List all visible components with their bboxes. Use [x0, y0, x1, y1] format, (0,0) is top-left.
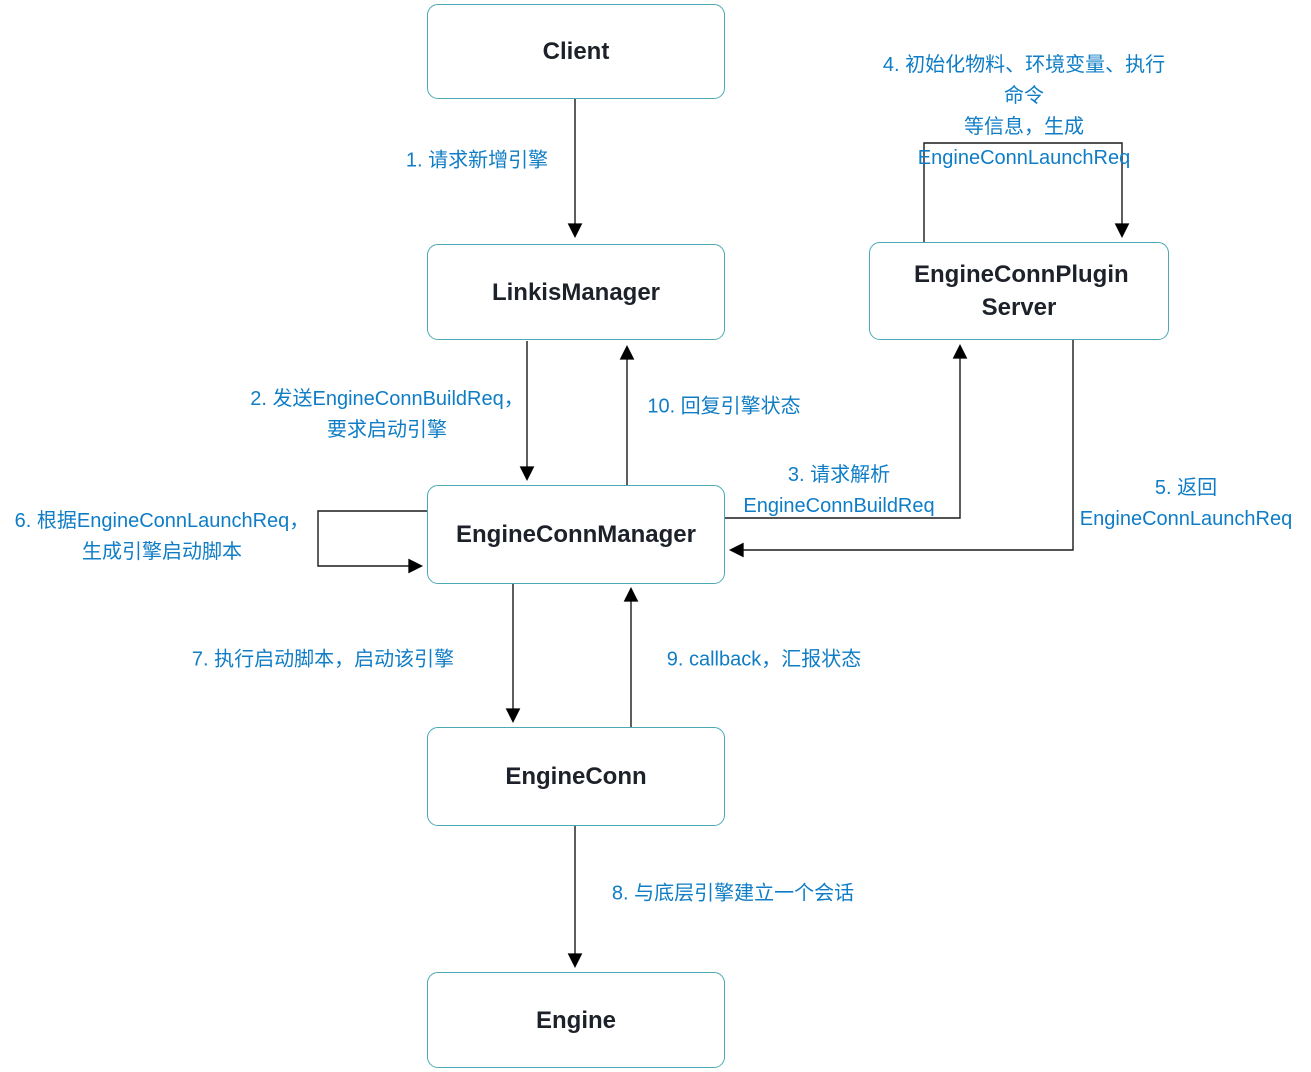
edge-label-6: 6. 根据EngineConnLaunchReq， 生成引擎启动脚本 [14, 510, 310, 563]
edge-label-10: 10. 回复引擎状态 [647, 395, 801, 418]
edge-label-7: 7. 执行启动脚本，启动该引擎 [191, 648, 455, 671]
node-client-label: Client [542, 38, 610, 65]
edge-label-5: 5. 返回 EngineConnLaunchReq [1079, 477, 1293, 530]
node-engine-conn-plugin-server-label: EngineConnPlugin Server [914, 261, 1129, 321]
node-engine-conn-manager-label: EngineConnManager [455, 521, 696, 548]
node-client: Client [427, 4, 725, 99]
node-engine-conn-label: EngineConn [505, 763, 647, 790]
edge-label-2: 2. 发送EngineConnBuildReq， 要求启动引擎 [250, 388, 524, 441]
node-linkis-manager-label: LinkisManager [491, 278, 661, 306]
node-engine-conn: EngineConn [427, 727, 725, 826]
edge-label-8: 8. 与底层引擎建立一个会话 [611, 882, 855, 905]
node-linkis-manager: LinkisManager [427, 244, 725, 340]
edge-label-1: 1. 请求新增引擎 [405, 149, 549, 172]
node-engine-conn-plugin-server: EngineConnPlugin Server [869, 242, 1169, 340]
edge-6-ecm-self-loop [317, 510, 427, 574]
edge-label-9: 9. callback，汇报状态 [666, 648, 862, 671]
edge-label-4: 4. 初始化物料、环境变量、执行命令 等信息，生成EngineConnLaunc… [882, 54, 1166, 169]
node-engine-label: Engine [535, 1006, 616, 1034]
node-engine-conn-manager: EngineConnManager [427, 485, 725, 584]
node-engine: Engine [427, 972, 725, 1068]
edge-label-3: 3. 请求解析 EngineConnBuildReq [743, 464, 935, 517]
